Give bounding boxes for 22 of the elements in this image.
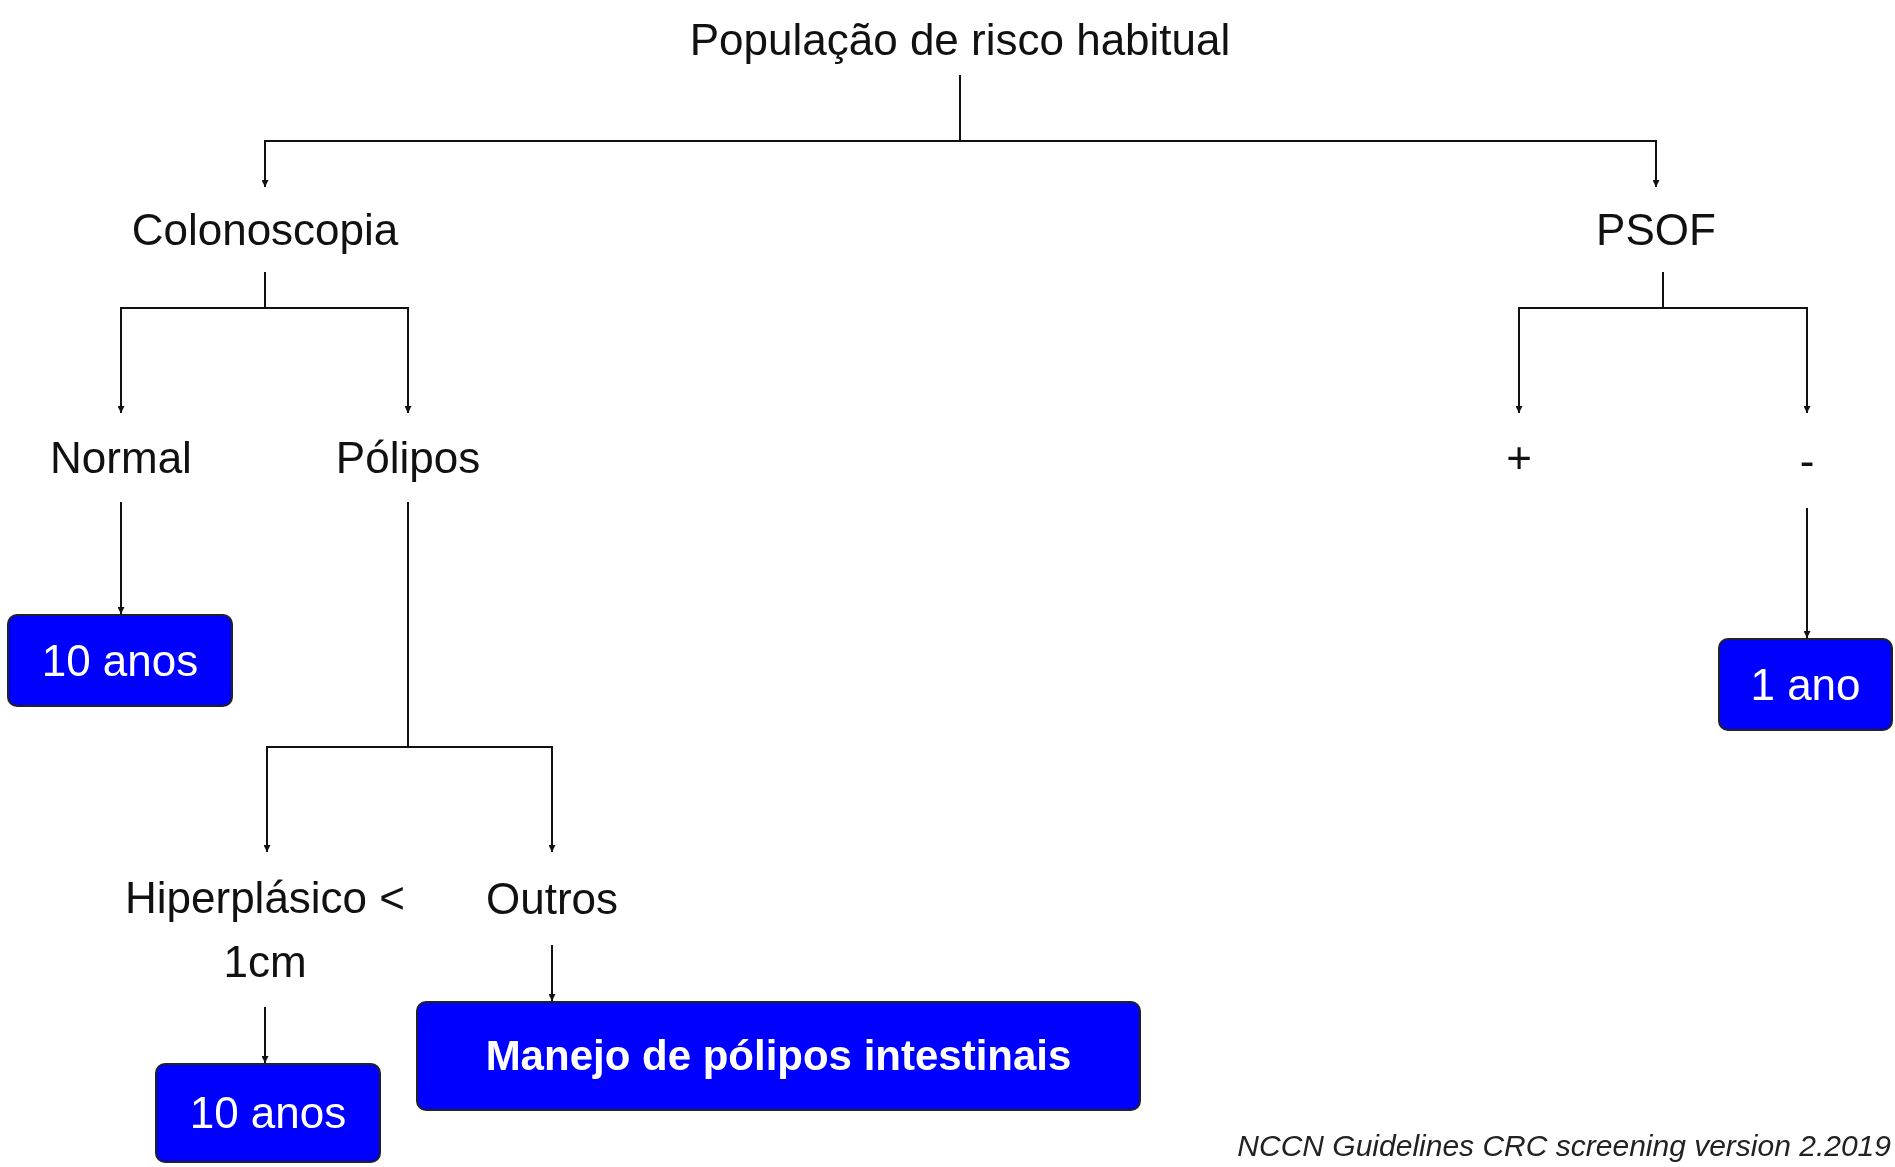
node-label: PSOF — [1596, 203, 1716, 256]
arrow — [959, 74, 1660, 188]
arrow — [1662, 271, 1811, 414]
node-label: Normal — [50, 431, 192, 484]
result-box: 10 anos — [155, 1063, 381, 1163]
arrow — [117, 501, 125, 615]
arrow — [548, 944, 556, 1002]
arrow — [407, 501, 556, 853]
node-label: - — [1799, 434, 1815, 487]
arrow — [264, 271, 412, 414]
node-label: Colonoscopia — [131, 203, 399, 256]
arrow — [1803, 507, 1811, 639]
node-label: Hiperplásico < 1cm — [124, 871, 406, 988]
node-label: População de risco habitual — [689, 13, 1231, 66]
node-label: Pólipos — [335, 431, 481, 484]
node-label: + — [1506, 431, 1532, 484]
node-label: Outros — [485, 872, 618, 925]
result-box: 10 anos — [7, 614, 233, 707]
result-box: Manejo de pólipos intestinais — [416, 1001, 1141, 1111]
caption: NCCN Guidelines CRC screening version 2.2019 — [1237, 1129, 1891, 1163]
result-box: 1 ano — [1718, 638, 1893, 731]
arrow — [261, 1006, 269, 1064]
